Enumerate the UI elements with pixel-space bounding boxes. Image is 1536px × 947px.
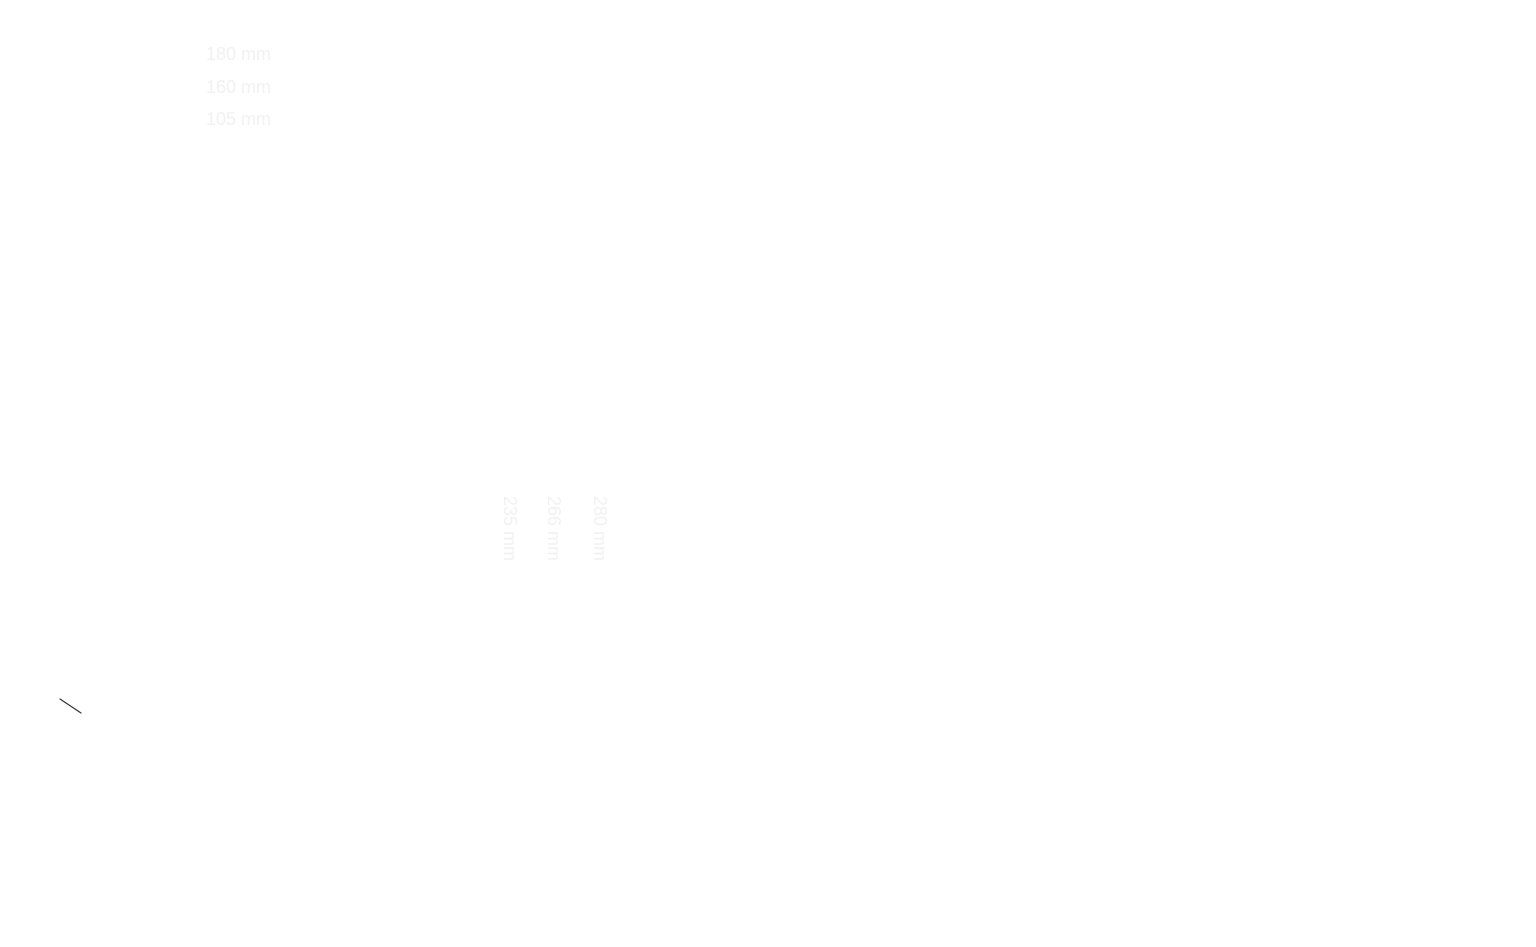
height-option-280[interactable]: 280 mm	[590, 496, 610, 562]
height-option-235[interactable]: 235 mm	[500, 496, 520, 562]
diagonal-line-icon	[59, 698, 82, 714]
width-option-105[interactable]: 105 mm	[206, 109, 272, 129]
width-option-180[interactable]: 180 mm	[206, 44, 272, 64]
height-option-266[interactable]: 266 mm	[544, 496, 564, 562]
width-option-160[interactable]: 160 mm	[206, 77, 272, 97]
